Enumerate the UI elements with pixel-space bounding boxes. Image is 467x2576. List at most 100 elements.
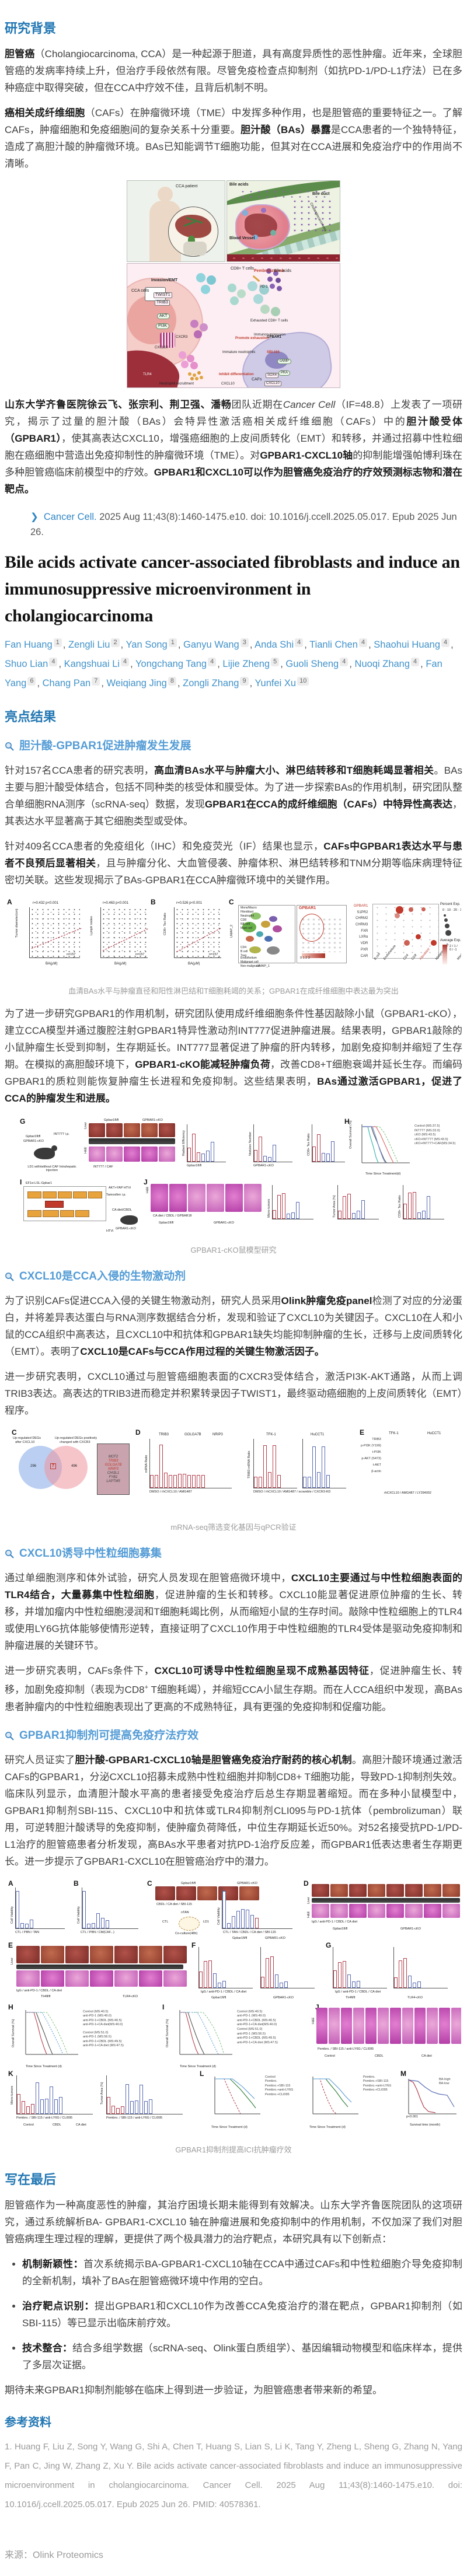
f5-i-legend: anti-PD-1 (MS:49.0) (237, 2014, 266, 2018)
dotplot-gene: LXRα (359, 935, 368, 939)
panel-letter-h: H (8, 2002, 13, 2011)
abstract-label-pka: PKA (278, 371, 291, 376)
f5-l-legend2: Pembro.+anti-LY6G (363, 2084, 392, 2088)
venn-gene: CHI3L1 (107, 1471, 120, 1475)
blot-row-label: p-PI3K (Y199) (361, 1444, 381, 1448)
f3-survival-plot (361, 1124, 410, 1163)
abstract-label-tlr4: TLR4 (143, 373, 152, 376)
f5-h-ylabel: Overall Survival (%) (12, 2019, 15, 2047)
f5-i-legend: anti-PD-1+CA diet (MS:47.5) (237, 2040, 278, 2044)
abstract-label-immunosuppression: Immunosuppression (254, 333, 286, 337)
scatter1-ylabel: Tumor diameter(cm) (15, 908, 19, 938)
f5-l-legend2: Pembro. (363, 2075, 375, 2079)
panel-letter-h: H (344, 1117, 350, 1126)
f5-i-legend: anti-PD-1+CA diet(MS:40.0) (237, 2023, 277, 2027)
f3-legend-item: INT777 (MS:33.0) (414, 1128, 440, 1133)
scatter3-ylabel: CD8+ Tex Ratio (163, 913, 167, 935)
f5-c-geno1: Gpbar1fl/fl (181, 1881, 196, 1885)
abstract-label-akt: AKT (157, 313, 170, 320)
f3-axis2: Nodules Number (249, 1131, 252, 1156)
f3-treat-rows: INT777 / CAF (93, 1165, 113, 1169)
panel-letter-d: D (304, 1879, 309, 1888)
umap-xlabel: UMAP_1 (257, 964, 270, 968)
f3-j-group1: Gpbar1fl/fl (159, 1221, 174, 1225)
innovation-item-mechanism: 机制新颖性：首次系统揭示BA-GPBAR1-CXCL10轴在CCA中通过CAFs… (22, 2256, 462, 2290)
abstract-label-cca-cells: CCA cells (131, 289, 149, 293)
d-rows2: DMSO / rhCXCL10 / AMG487 / scramble / CX… (253, 1490, 331, 1494)
umap-cluster: CD8 (241, 918, 247, 922)
f3-i-construct: EF1α-LSL-Gpbar1 (26, 1182, 53, 1185)
background-paragraph-2: 癌相关成纤维细胞（CAFs）在肿瘤微环境（TME）中发挥多种作用，也是胆管癌的重… (5, 107, 462, 169)
f5-a-ylabel: Cell Viability (11, 1906, 14, 1924)
abstract-label-twist1: TWIST1 (154, 292, 172, 299)
panel-letter-j: J (144, 1178, 148, 1186)
f5-m-survival (408, 2078, 456, 2114)
abstract-label-pembrolizumab: Pembrolizumab (254, 269, 285, 273)
dotplot-gene: CHRM3 (356, 923, 368, 927)
f3-legend-item: Control (MS:37.5) (414, 1124, 440, 1128)
venn-gene: MCF2 (108, 1455, 119, 1459)
f5-g-g1: Tlr4fl/fl (346, 1995, 356, 2000)
abstract-label-cca-patient: CCA patient (176, 184, 198, 188)
figure-2-caption: 血清BAs水平与肿瘤直径和阳性淋巴结和T细胞耗竭的关系；GPBAR1在成纤维细胞… (68, 987, 399, 995)
f5-i-survival (179, 2009, 232, 2055)
f3-liver-label: Liver (84, 1122, 88, 1129)
abstract-label-exhausted-cd8: Exhausted CD8+ T cells (250, 319, 288, 323)
subsection-link-s3[interactable]: CXCL10诱导中性粒细胞募集 (5, 1546, 462, 1561)
f5-k-ylabel1: Micro-tumors (11, 2085, 14, 2105)
f5-i-legend: anti-PD-1+CBDL (MS:40.5) (237, 2018, 276, 2022)
panel-letter-e: E (8, 1941, 13, 1949)
blot-row-label: β-actin (371, 1470, 381, 1474)
f5-e-g1: Tlr4fl/fl (41, 1994, 51, 1998)
f5-l-legend2: Pembro.+CLI095 (363, 2088, 388, 2092)
panel-letter-m: M (400, 2069, 406, 2078)
f3-j-axis2: Tumor Area (%) (333, 1195, 336, 1218)
blot-row-label: t-PI3K (372, 1450, 381, 1455)
f3-int777: INT777 i.p. (54, 1133, 69, 1136)
figure-5-image: A B C D Cell Viability CTL / PBN / TAN C… (6, 1878, 461, 2138)
magnifier-icon (5, 1273, 14, 1281)
section-heading-final: 写在最后 (5, 2172, 57, 2187)
umap-cluster: Malignant cell (241, 960, 259, 964)
figure-3-caption: GPBAR1-cKO鼠模型研究 (190, 1246, 277, 1254)
dotplot-legend1-values: 0 · 10 · 20 · 30 (442, 908, 461, 912)
innovation-item-technology: 技术整合：结合多组学数据（scRNA-seq、Olink蛋白质组学）、基因编辑动… (22, 2340, 462, 2374)
innovation-item-targets: 治疗靶点识别：提出GPBAR1和CXCL10作为改善CCA免疫治疗的潜在靶点，G… (22, 2298, 462, 2332)
abstract-label-bile-duct: Bile duct (312, 192, 330, 196)
umap-cluster: Mast cell (241, 927, 252, 930)
f3-legend-item: cKO+INT777 (MS:43.5) (414, 1137, 448, 1141)
magnifier-icon (5, 1731, 14, 1740)
f5-i-legend: anti-PD-1+CBDL (MS:49.5) (237, 2036, 276, 2040)
abstract-label-neutrophil-recruitment: Neutrophil recruitment (159, 382, 194, 386)
subsection-link-s4[interactable]: GPBAR1抑制剂可提高免疫疗法疗效 (5, 1728, 462, 1743)
f5-d-hne: H&E (307, 1911, 311, 1918)
venn-gene: LAPTM5 (106, 1480, 120, 1483)
scatter1-xlabel: BA(μM) (46, 962, 58, 966)
f3-h-xlabel: Time Since Treatment(d) (365, 1172, 401, 1176)
subsection-link-s1[interactable]: 胆汁酸-GPBAR1促进肿瘤发生发展 (5, 739, 462, 754)
f5-m-xlabel: Survival time (month) (410, 2123, 440, 2127)
f3-i-tamoxifen: Tamoxifen i.p. (106, 1193, 126, 1197)
f3-i-cadiet: CA diet/CBDL (112, 1208, 132, 1212)
f5-h-legend2: anti-PD-1+CBDL (MS:49.5) (83, 2039, 122, 2043)
f3-geno1: Gpbar1fl/fl (26, 1135, 41, 1138)
f5-g-g2: TLR4-cKO (407, 1995, 423, 2000)
f5-c-ylabel: Cell Viability (217, 1907, 221, 1925)
dotplot-legend2: Average Exp. (440, 939, 461, 942)
venn-right-title2: changed with CXCR3 (60, 1441, 90, 1444)
journal-link[interactable]: Cancer Cell. (43, 512, 97, 522)
dotplot-legend1: Percent Exp. (440, 903, 461, 906)
dotplot-gene: S1PR2 (357, 910, 368, 914)
subsection-link-s2[interactable]: CXCL10是CCA入侵的生物激动剂 (5, 1269, 462, 1284)
f3-j-rows: CA diet / CBDL / GPBAR1fl (153, 1214, 192, 1218)
scatter3-n: n=157 (209, 953, 218, 956)
innovation-list: 机制新颖性：首次系统揭示BA-GPBAR1-CXCL10轴在CCA中通过CAFs… (5, 2256, 462, 2374)
abstract-label-camp: cAMP (277, 359, 292, 364)
umap-cluster: B cell (241, 950, 248, 953)
journal-citation: ❯Cancer Cell. 2025 Aug 11;43(8):1460-147… (5, 509, 462, 540)
subsection-title: GPBAR1抑制剂可提高免疫疗法疗效 (19, 1729, 199, 1742)
abstract-label-cxcr3: CXCR3 (176, 335, 188, 339)
umap-cluster: Neutrophil (241, 914, 254, 918)
abstract-label-cxcl10-1: CXCL10 (155, 346, 168, 349)
